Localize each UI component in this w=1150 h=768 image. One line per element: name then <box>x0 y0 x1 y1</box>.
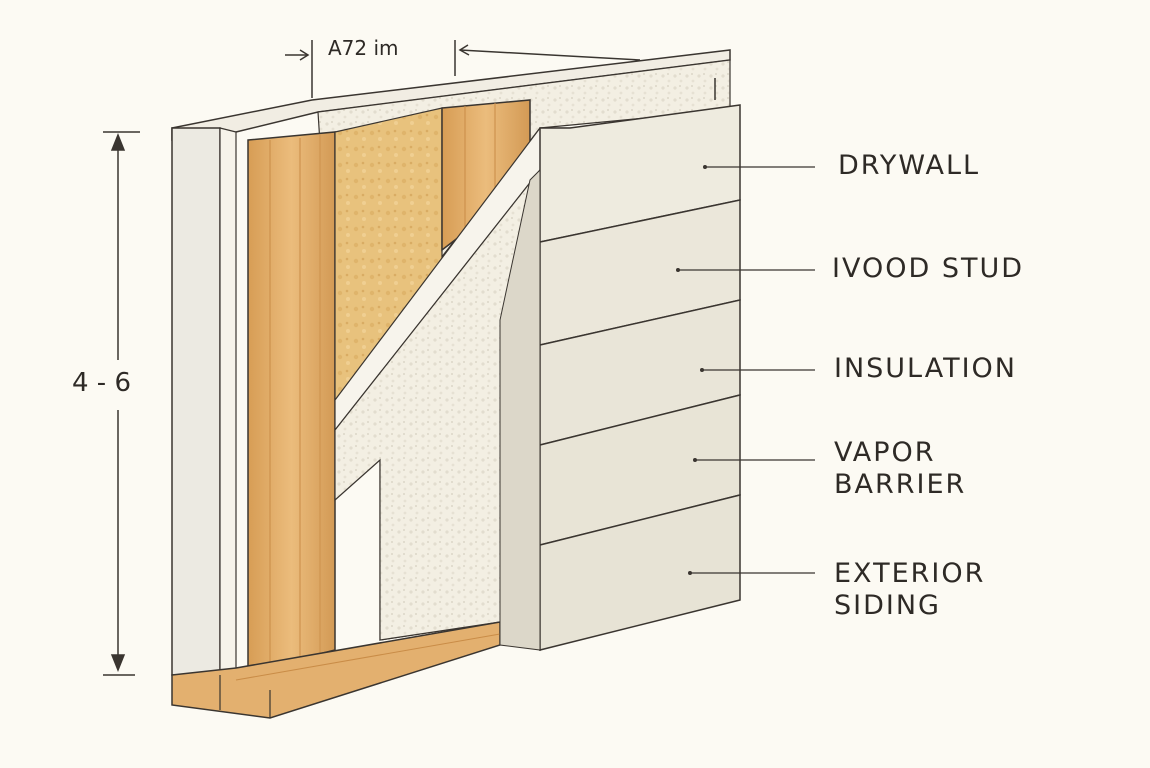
top-width-dimension-label: A72 im <box>328 36 399 60</box>
label-exterior-siding-line-1: EXTERIOR <box>834 558 986 589</box>
drywall-inner-edge <box>219 127 237 676</box>
height-dimension-label: 4 - 6 <box>72 368 131 398</box>
label-vapor-barrier: VAPOR BARRIER <box>834 437 966 501</box>
label-exterior-siding-line-2: SIDING <box>834 590 941 621</box>
top-dimension <box>285 40 716 100</box>
exterior-siding-boards <box>539 104 741 651</box>
drywall-panel <box>171 127 221 676</box>
height-dimension <box>103 131 140 676</box>
label-insulation: INSULATION <box>834 353 1017 385</box>
label-wood-stud: IVOOD STUD <box>832 253 1024 285</box>
label-insulation-line-1: INSULATION <box>834 353 1018 384</box>
label-exterior-siding: EXTERIOR SIDING <box>834 558 985 622</box>
leader-lines <box>678 166 815 574</box>
label-drywall-line-1: DRYWALL <box>838 150 981 181</box>
label-vapor-barrier-line-1: VAPOR <box>834 437 936 468</box>
wood-stud-left <box>247 131 336 673</box>
siding-edge <box>499 168 541 651</box>
label-wood-stud-line-1: IVOOD STUD <box>832 253 1025 284</box>
label-vapor-barrier-line-2: BARRIER <box>834 469 967 500</box>
label-drywall: DRYWALL <box>838 150 980 182</box>
